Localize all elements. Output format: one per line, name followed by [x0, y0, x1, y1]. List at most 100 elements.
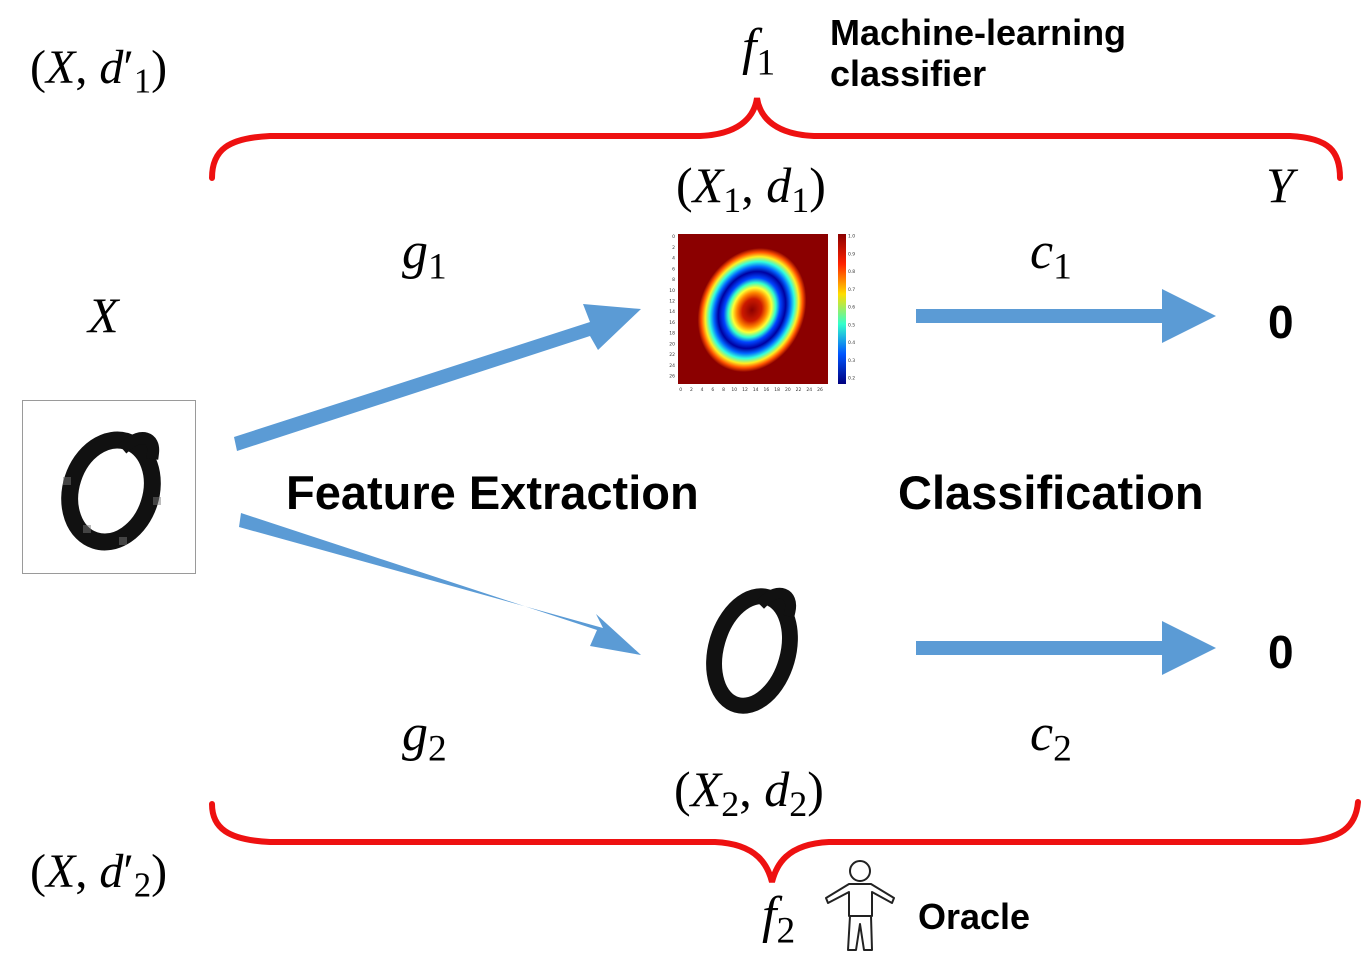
y_ticks-tick: 2 — [672, 245, 675, 251]
y_ticks-tick: 6 — [672, 266, 675, 272]
var-g: g — [402, 705, 428, 762]
feature-extraction-label: Feature Extraction — [286, 466, 699, 519]
x_ticks-tick: 16 — [764, 387, 770, 393]
colorbar_ticks-tick: 0.6 — [848, 305, 855, 311]
x_ticks-tick: 4 — [701, 387, 704, 393]
x1d1-label: (X1, d1) — [676, 157, 826, 218]
y-label: Y — [1266, 157, 1294, 213]
var-x: X — [45, 41, 76, 94]
close-paren: ) — [151, 41, 168, 94]
comma: , — [741, 157, 754, 213]
x_ticks-tick: 0 — [679, 387, 682, 393]
arrow-g2 — [239, 513, 641, 655]
digit-zero-image — [61, 431, 161, 551]
subscript: 1 — [1053, 246, 1072, 288]
comma: , — [75, 845, 88, 898]
y_ticks-tick: 12 — [669, 298, 675, 304]
x_ticks-tick: 14 — [753, 387, 759, 393]
x_ticks-tick: 18 — [774, 387, 780, 393]
y_ticks-tick: 8 — [672, 277, 675, 283]
y_ticks-tick: 24 — [669, 363, 675, 369]
y_ticks-tick: 14 — [669, 309, 675, 315]
var-x: X — [692, 157, 724, 213]
var-x: X — [690, 761, 722, 817]
var-d: d — [99, 845, 124, 898]
classifier-label: Machine-learning classifier — [830, 12, 1126, 95]
x_ticks-tick: 24 — [806, 387, 812, 393]
output-top: 0 — [1268, 296, 1294, 348]
colorbar_ticks-tick: 0.4 — [848, 340, 855, 346]
c1-label: c1 — [1030, 223, 1072, 286]
x_ticks-tick: 6 — [711, 387, 714, 393]
colorbar_ticks-tick: 0.2 — [848, 376, 855, 382]
y_ticks-tick: 0 — [672, 234, 675, 240]
digit-zero-image — [706, 587, 798, 714]
y_ticks-tick: 26 — [669, 373, 675, 379]
open-paren: ( — [30, 41, 46, 94]
prime: ′ — [123, 41, 134, 94]
subscript: 1 — [428, 246, 447, 288]
subscript: 2 — [776, 910, 796, 952]
bottom-brace — [209, 799, 1361, 883]
var-x: X — [45, 845, 76, 898]
open-paren: ( — [674, 761, 691, 817]
subscript: 1 — [133, 62, 152, 101]
var-c: c — [1030, 223, 1054, 280]
arrow-c1 — [916, 289, 1216, 343]
classifier-line1: Machine-learning — [830, 12, 1127, 53]
oracle-label: Oracle — [918, 896, 1031, 937]
output-bottom: 0 — [1268, 626, 1294, 678]
f2-label: f2 — [762, 887, 795, 950]
arrow-c2 — [916, 621, 1216, 675]
colorbar_ticks-tick: 0.7 — [848, 287, 855, 293]
subscript: 2 — [789, 784, 808, 825]
subscript: 2 — [133, 866, 152, 905]
comma: , — [739, 761, 752, 817]
colorbar-ticks: 1.0 0.9 0.8 0.7 0.6 0.5 0.4 0.3 0.2 — [848, 234, 855, 382]
x_ticks-tick: 26 — [817, 387, 823, 393]
x-label: X — [88, 287, 119, 343]
open-paren: ( — [676, 157, 693, 213]
x_ticks-tick: 22 — [796, 387, 802, 393]
colorbar_ticks-tick: 0.8 — [848, 269, 855, 275]
y_ticks-tick: 10 — [669, 288, 675, 294]
input-digit-image — [22, 400, 196, 574]
colorbar_ticks-tick: 0.9 — [848, 251, 855, 257]
close-paren: ) — [809, 157, 826, 213]
heatmap-ring — [697, 247, 807, 373]
y_ticks-tick: 16 — [669, 320, 675, 326]
y_ticks-tick: 20 — [669, 341, 675, 347]
var-g: g — [402, 223, 428, 280]
x_ticks-tick: 8 — [722, 387, 725, 393]
colorbar_ticks-tick: 1.0 — [848, 234, 855, 240]
subscript: 2 — [1053, 728, 1072, 770]
subscript: 1 — [723, 180, 742, 221]
prime: ′ — [123, 845, 134, 898]
x2d2-label: (X2, d2) — [674, 761, 824, 822]
subscript: 1 — [791, 180, 810, 221]
x_ticks-tick: 20 — [785, 387, 791, 393]
arrow-g1 — [234, 304, 641, 451]
subscript: 1 — [756, 42, 776, 84]
extracted-digit-image — [690, 575, 820, 720]
x_ticks-tick: 2 — [690, 387, 693, 393]
var-f: f — [762, 887, 777, 944]
f1-label: f1 — [742, 19, 775, 82]
c2-label: c2 — [1030, 708, 1072, 768]
open-paren: ( — [30, 845, 46, 898]
var-d: d — [764, 761, 790, 817]
y_ticks-tick: 4 — [672, 256, 675, 262]
y_ticks-tick: 22 — [669, 352, 675, 358]
var-f: f — [742, 19, 757, 76]
top-left-pair: (X, d′1) — [30, 41, 168, 99]
close-paren: ) — [807, 761, 824, 817]
colorbar_ticks-tick: 0.5 — [848, 322, 855, 328]
subscript: 2 — [428, 728, 447, 770]
x_ticks-tick: 10 — [731, 387, 737, 393]
comma: , — [75, 41, 88, 94]
colorbar_ticks-tick: 0.3 — [848, 358, 855, 364]
